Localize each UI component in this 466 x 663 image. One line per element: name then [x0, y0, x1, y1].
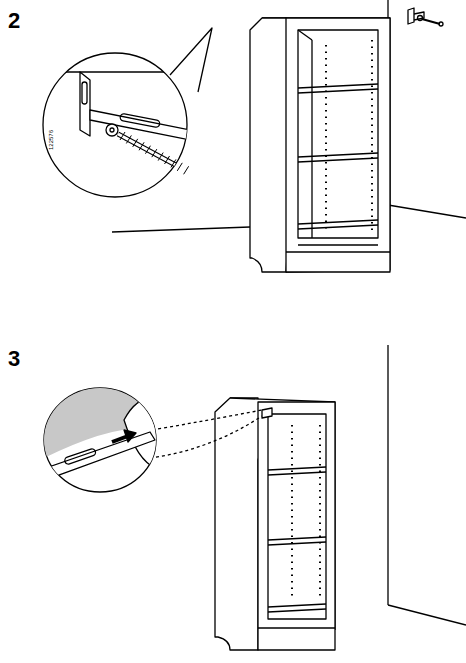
thread-stroke — [139, 142, 144, 150]
slot-detail — [40, 388, 165, 482]
thread-stroke — [133, 139, 138, 147]
step-number: 3 — [8, 348, 20, 370]
thread-stroke — [145, 146, 150, 154]
thread-stroke — [177, 163, 182, 171]
room-lines — [388, 345, 466, 625]
callout-tail — [170, 28, 212, 92]
thread-stroke — [165, 156, 170, 164]
screw-thread — [120, 132, 189, 174]
leader-lines — [150, 410, 262, 458]
thread-stroke — [184, 166, 189, 174]
thread-stroke — [126, 135, 131, 143]
wall-bracket — [408, 8, 443, 26]
thread-stroke — [158, 153, 163, 161]
step-number: 2 — [8, 10, 20, 32]
part-number: 122576 — [48, 130, 54, 150]
bracket-detail — [40, 72, 207, 187]
thread-stroke — [171, 159, 176, 167]
bookcase — [250, 18, 390, 272]
bookcase — [215, 398, 335, 650]
thread-stroke — [152, 149, 157, 157]
thread-stroke — [120, 132, 125, 140]
